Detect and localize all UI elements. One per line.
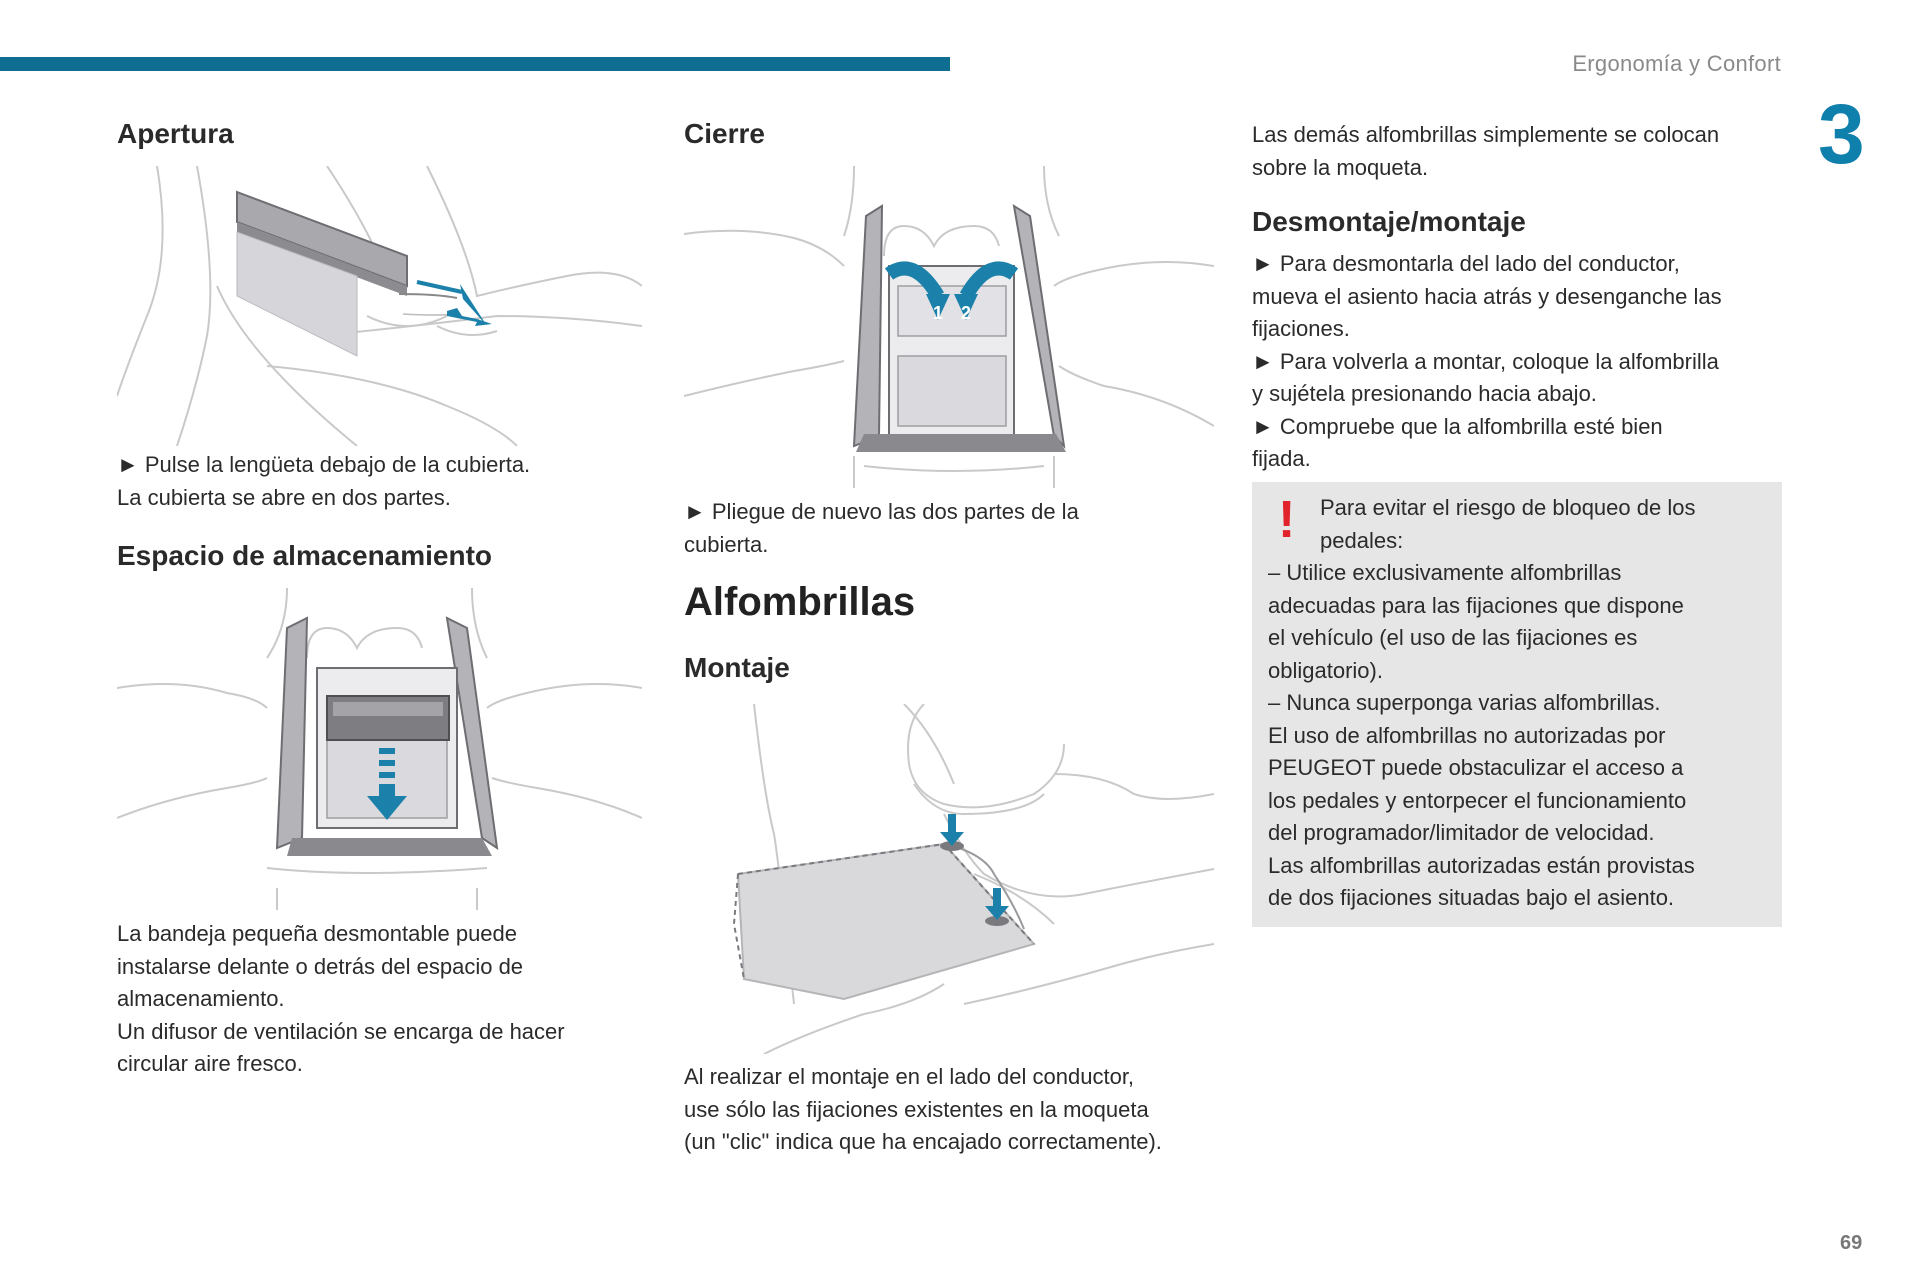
espacio-description: La bandeja pequeña desmontable puede ins… xyxy=(117,918,642,1081)
warning-box: ! Para evitar el riesgo de bloqueo de lo… xyxy=(1252,482,1782,927)
warning-body: – Utilice exclusivamente alfombrillas ad… xyxy=(1268,557,1768,915)
storage-space-illustration xyxy=(117,588,642,910)
espacio-line-3: almacenamiento. xyxy=(117,986,285,1011)
floor-mat-illustration xyxy=(732,704,1214,1054)
heading-apertura: Apertura xyxy=(117,118,234,149)
espacio-line-5: circular aire fresco. xyxy=(117,1051,303,1076)
montaje-description: Al realizar el montaje en el lado del co… xyxy=(684,1061,1214,1159)
warning-line-8: los pedales y entorpecer el funcionamien… xyxy=(1268,787,1687,813)
cierre-step-label-1: 1 xyxy=(933,303,943,323)
desmontaje-line-4: ► Para volverla a montar, coloque la alf… xyxy=(1252,348,1719,374)
figure-armrest-closing: 1 2 xyxy=(684,166,1214,488)
warning-line-10: Las alfombrillas autorizadas están provi… xyxy=(1268,852,1695,878)
cierre-instructions: ► Pliegue de nuevo las dos partes de la … xyxy=(684,496,1214,561)
heading-desmontaje-montaje: Desmontaje/montaje xyxy=(1252,206,1526,237)
armrest-closing-illustration: 1 2 xyxy=(684,166,1214,488)
intro-line-1: Las demás alfombrillas simplemente se co… xyxy=(1252,122,1720,147)
desmontaje-line-3: fijaciones. xyxy=(1252,316,1350,341)
cierre-line-2: cubierta. xyxy=(684,531,769,557)
intro-line-2: sobre la moqueta. xyxy=(1252,154,1429,180)
desmontaje-line-7: fijada. xyxy=(1252,446,1311,471)
page-number: 69 xyxy=(1840,1232,1863,1254)
apertura-instructions: ► Pulse la lengüeta debajo de la cubiert… xyxy=(117,449,642,514)
heading-espacio-almacenamiento: Espacio de almacenamiento xyxy=(117,540,493,571)
desmontaje-line-2: mueva el asiento hacia atrás y desenganc… xyxy=(1252,283,1722,309)
apertura-line-1: ► Pulse la lengüeta debajo de la cubiert… xyxy=(117,452,531,477)
chapter-title: Ergonomía y Confort xyxy=(1572,51,1781,76)
warning-icon: ! xyxy=(1278,491,1296,549)
warning-line-1: – Utilice exclusivamente alfombrillas xyxy=(1268,560,1622,585)
montaje-line-3: (un "clic" indica que ha encajado correc… xyxy=(684,1129,1162,1154)
warning-line-5: – Nunca superponga varias alfombrillas. xyxy=(1268,690,1661,715)
desmontaje-line-5: y sujétela presionando hacia abajo. xyxy=(1252,381,1597,406)
warning-intro: Para evitar el riesgo de bloqueo de los … xyxy=(1320,492,1760,557)
warning-line-9: del programador/limitador de velocidad. xyxy=(1268,820,1655,845)
figure-floor-mat xyxy=(684,704,1214,1054)
warning-line-7: PEUGEOT puede obstaculizar el acceso a xyxy=(1268,755,1684,780)
desmontaje-line-1: ► Para desmontarla del lado del conducto… xyxy=(1252,251,1680,276)
warning-line-11: de dos fijaciones situadas bajo el asien… xyxy=(1268,885,1675,910)
montaje-line-1: Al realizar el montaje en el lado del co… xyxy=(684,1064,1135,1089)
section-title-alfombrillas: Alfombrillas xyxy=(684,580,916,624)
heading-cierre: Cierre xyxy=(684,118,765,149)
warning-intro-line-1: Para evitar el riesgo de bloqueo de los xyxy=(1320,495,1696,520)
warning-line-6: El uso de alfombrillas no autorizadas po… xyxy=(1268,722,1666,748)
warning-intro-line-2: pedales: xyxy=(1320,527,1404,553)
desmontaje-line-6: ► Compruebe que la alfombrilla esté bien xyxy=(1252,413,1663,439)
armrest-opening-illustration xyxy=(117,166,642,446)
figure-armrest-opening xyxy=(117,166,642,446)
espacio-line-2: instalarse delante o detrás del espacio … xyxy=(117,953,524,979)
montaje-line-2: use sólo las fijaciones existentes en la… xyxy=(684,1096,1149,1122)
desmontaje-instructions: ► Para desmontarla del lado del conducto… xyxy=(1252,248,1782,476)
header-accent-bar xyxy=(0,57,950,71)
espacio-line-1: La bandeja pequeña desmontable puede xyxy=(117,921,518,946)
warning-line-2: adecuadas para las fijaciones que dispon… xyxy=(1268,592,1684,618)
apertura-line-2: La cubierta se abre en dos partes. xyxy=(117,484,451,510)
cierre-step-label-2: 2 xyxy=(961,303,971,323)
warning-line-4: obligatorio). xyxy=(1268,657,1383,683)
heading-montaje: Montaje xyxy=(684,652,790,683)
figure-storage-space xyxy=(117,588,642,910)
intro-text: Las demás alfombrillas simplemente se co… xyxy=(1252,119,1782,184)
cierre-line-1: ► Pliegue de nuevo las dos partes de la xyxy=(684,499,1079,524)
chapter-number: 3 xyxy=(1818,87,1865,181)
warning-line-3: el vehículo (el uso de las fijaciones es xyxy=(1268,625,1638,650)
espacio-line-4: Un difusor de ventilación se encarga de … xyxy=(117,1018,565,1044)
